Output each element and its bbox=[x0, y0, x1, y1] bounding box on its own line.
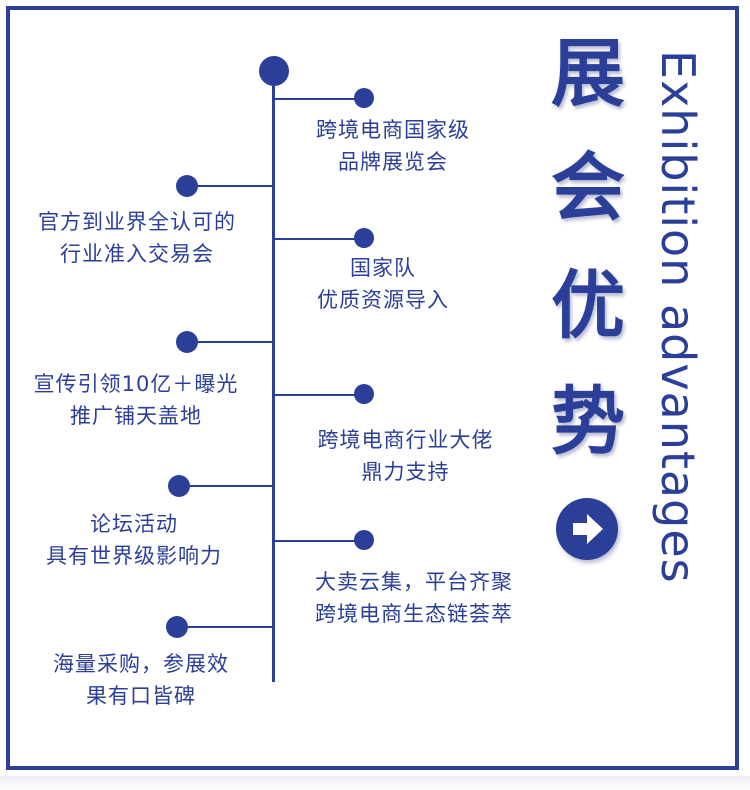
right-dot-2-icon bbox=[354, 228, 374, 248]
left-item-4-line1: 海量采购，参展效 bbox=[53, 652, 229, 676]
left-item-3-line1: 论坛活动 bbox=[90, 512, 178, 536]
right-item-4-line1: 大卖云集，平台齐聚 bbox=[315, 570, 513, 594]
page-frame bbox=[6, 6, 739, 770]
left-dot-1-icon bbox=[176, 175, 198, 197]
title-char-3: 优 bbox=[551, 263, 625, 349]
left-item-1-line2: 行业准入交易会 bbox=[60, 242, 214, 266]
left-connector-3 bbox=[180, 485, 274, 487]
right-item-3: 跨境电商行业大佬 鼎力支持 bbox=[283, 424, 528, 488]
left-item-2-line2: 推广铺天盖地 bbox=[70, 404, 202, 428]
left-item-4-line2: 果有口皆碑 bbox=[86, 684, 196, 708]
title-char-2: 会 bbox=[551, 145, 625, 231]
right-connector-1 bbox=[274, 98, 364, 100]
left-item-1-line1: 官方到业界全认可的 bbox=[38, 210, 236, 234]
right-item-1-line1: 跨境电商国家级 bbox=[316, 118, 470, 142]
left-item-2-line1: 宣传引领10亿＋曝光 bbox=[33, 372, 239, 396]
left-connector-4 bbox=[178, 626, 274, 628]
right-connector-3 bbox=[274, 394, 364, 396]
timeline-spine bbox=[272, 72, 275, 682]
right-connector-4 bbox=[274, 540, 364, 542]
left-dot-4-icon bbox=[166, 616, 188, 638]
left-item-3-line2: 具有世界级影响力 bbox=[46, 544, 222, 568]
left-item-4: 海量采购，参展效 果有口皆碑 bbox=[14, 648, 268, 712]
right-item-2-line2: 优质资源导入 bbox=[317, 288, 449, 312]
right-item-2-line1: 国家队 bbox=[350, 256, 416, 280]
bottom-shadow bbox=[0, 776, 750, 790]
right-connector-2 bbox=[274, 238, 364, 240]
subtitle: Exhibition advantages bbox=[651, 50, 705, 584]
right-item-1-line2: 品牌展览会 bbox=[338, 150, 448, 174]
right-item-3-line1: 跨境电商行业大佬 bbox=[317, 428, 494, 452]
left-item-3: 论坛活动 具有世界级影响力 bbox=[14, 508, 254, 572]
title-char-4: 势 bbox=[551, 379, 625, 465]
left-dot-3-icon bbox=[168, 475, 190, 497]
left-dot-2-icon bbox=[176, 331, 198, 353]
right-item-4-line2: 跨境电商生态链荟萃 bbox=[315, 602, 513, 626]
left-connector-2 bbox=[188, 341, 274, 343]
arrow-right-circle-icon bbox=[556, 498, 618, 560]
left-item-2: 宣传引领10亿＋曝光 推广铺天盖地 bbox=[4, 368, 268, 432]
right-dot-1-icon bbox=[354, 88, 374, 108]
right-dot-3-icon bbox=[354, 384, 374, 404]
left-connector-1 bbox=[188, 185, 274, 187]
title-char-1: 展 bbox=[551, 31, 625, 117]
right-item-4: 大卖云集，平台齐聚 跨境电商生态链荟萃 bbox=[283, 566, 545, 630]
right-item-3-line2: 鼎力支持 bbox=[361, 460, 450, 484]
timeline-start-dot-icon bbox=[259, 56, 289, 86]
right-dot-4-icon bbox=[354, 530, 374, 550]
left-item-1: 官方到业界全认可的 行业准入交易会 bbox=[6, 206, 268, 270]
right-item-1: 跨境电商国家级 品牌展览会 bbox=[283, 114, 503, 178]
right-item-2: 国家队 优质资源导入 bbox=[283, 252, 483, 316]
arrow-right-icon bbox=[573, 514, 603, 544]
